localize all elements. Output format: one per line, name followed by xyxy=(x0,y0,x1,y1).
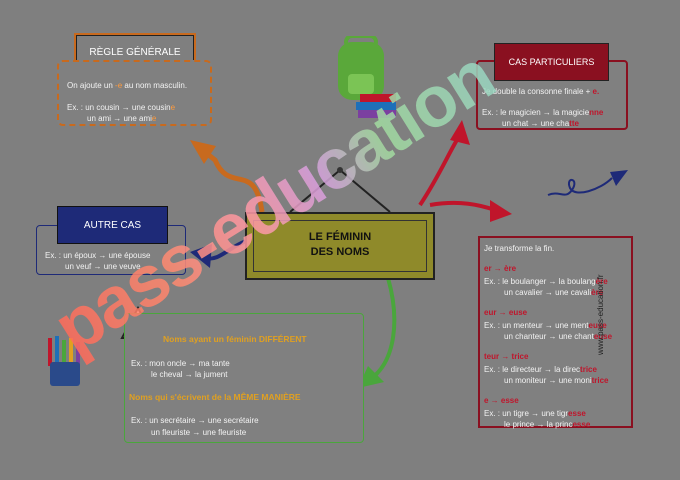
fin-intro: Je transforme la fin. xyxy=(484,244,555,253)
hanging-string xyxy=(289,168,391,213)
regle-rule-pre: On ajoute un xyxy=(67,81,116,90)
regle-rule-hl: -e xyxy=(115,81,123,90)
cas-ex2-end: tte xyxy=(569,119,579,128)
fin-rule: e → esse xyxy=(484,396,519,405)
red-arrow-top-head xyxy=(450,120,470,145)
regle-rule: On ajoute un -e au nom masculin. xyxy=(67,80,187,91)
center-title-line2: DES NOMS xyxy=(310,246,370,258)
noms-example-4: un fleuriste → une fleuriste xyxy=(151,428,247,437)
fin-example-end: trice xyxy=(591,376,609,385)
fin-example: un cavalier → une cavalière xyxy=(504,287,603,298)
cas-title: CAS PARTICULIERS xyxy=(494,43,609,81)
navy-arrow-head xyxy=(190,244,212,268)
regle-example-1: Ex. : un cousin → une cousine xyxy=(67,102,175,113)
regle-ex2-pre: un ami → une ami xyxy=(87,114,152,123)
center-title-box: LE FÉMININ DES NOMS xyxy=(245,212,435,280)
swirl-arrow-head xyxy=(610,170,628,186)
fin-example-pre: le prince → la princ xyxy=(504,420,573,429)
cas-example-1: Ex. : le magicien → la magicienne xyxy=(482,107,603,118)
fin-example-pre: un moniteur → une moni xyxy=(504,376,592,385)
green-arrow-head xyxy=(358,366,384,388)
cas-example-2: un chat → une chatte xyxy=(502,118,579,129)
regle-ex2-end: e xyxy=(151,114,157,123)
fin-example: le prince → la princesse xyxy=(504,419,590,430)
fin-example-end: ère xyxy=(595,277,608,286)
regle-ex1-pre: Ex. : un cousin → une cousin xyxy=(67,103,171,112)
fin-example: Ex. : le directeur → la directrice xyxy=(484,364,597,375)
regle-example-2: un ami → une amie xyxy=(87,113,156,124)
cas-rule-hl: e. xyxy=(592,87,600,96)
fin-example: Ex. : un menteur → une menteuse xyxy=(484,320,607,331)
autre-example-1: Ex. : un époux → une épouse xyxy=(45,251,151,260)
fin-example-end: trice xyxy=(580,365,597,374)
noms-example-3: Ex. : un secrétaire → une secrétaire xyxy=(131,416,259,425)
red-arrow-bottom-head xyxy=(490,200,512,222)
cas-ex1-pre: Ex. : le magicien → la magicie xyxy=(482,108,590,117)
fin-rule: eur → euse xyxy=(484,308,528,317)
red-arrow-top xyxy=(418,133,462,207)
noms-content-box: Noms ayant un féminin DIFFÉRENT Ex. : mo… xyxy=(124,313,364,443)
fin-example-end: ère xyxy=(591,288,604,297)
noms-heading-1: Noms ayant un féminin DIFFÉRENT xyxy=(163,334,307,344)
fin-rule: teur → trice xyxy=(484,352,529,361)
green-arrow xyxy=(370,277,397,380)
fin-example: un chanteur → une chanteuse xyxy=(504,331,612,342)
regle-rule-post: au nom masculin. xyxy=(122,81,188,90)
regle-ex1-end: e xyxy=(170,103,176,112)
orange-arrow xyxy=(203,150,265,213)
backpack-icon xyxy=(338,36,396,118)
cas-rule: Je double la consonne finale + e. xyxy=(482,86,599,97)
fin-example-pre: Ex. : le directeur → la direc xyxy=(484,365,581,374)
cas-ex2-pre: un chat → une cha xyxy=(502,119,570,128)
side-url: www.pass-education.fr xyxy=(596,274,605,355)
fin-example: Ex. : un tigre → une tigresse xyxy=(484,408,586,419)
pencil-cup-icon xyxy=(48,336,80,386)
noms-example-1: Ex. : mon oncle → ma tante xyxy=(131,359,230,368)
fin-example: un moniteur → une monitrice xyxy=(504,375,609,386)
center-title-line1: LE FÉMININ xyxy=(308,231,372,243)
fin-example-pre: Ex. : un menteur → une ment xyxy=(484,321,589,330)
swirl-arrow xyxy=(547,177,613,196)
fin-example-end: euse xyxy=(593,332,613,341)
regle-content-box: On ajoute un -e au nom masculin. Ex. : u… xyxy=(57,60,212,126)
noms-heading-2: Noms qui s'écrivent de la MÊME MANIÈRE xyxy=(129,392,301,402)
fin-example-pre: un cavalier → une cavali xyxy=(504,288,592,297)
cas-rule-pre: Je double la consonne finale + xyxy=(482,87,593,96)
fin-example-end: euse xyxy=(588,321,607,330)
fin-example-pre: Ex. : un tigre → une tigr xyxy=(484,409,569,418)
autre-example-2: un veuf → une veuve xyxy=(65,262,141,271)
orange-arrow-head xyxy=(190,140,216,164)
cas-ex1-end: nne xyxy=(589,108,604,117)
navy-arrow xyxy=(204,238,251,261)
fin-example-pre: Ex. : le boulanger → la boulang xyxy=(484,277,596,286)
fin-example-pre: un chanteur → une chant xyxy=(504,332,594,341)
fin-example-end: esse xyxy=(572,420,591,429)
fin-rule: er → ère xyxy=(484,264,517,273)
noms-example-2: le cheval → la jument xyxy=(151,370,228,379)
autre-title: AUTRE CAS xyxy=(57,206,168,244)
fin-example: Ex. : le boulanger → la boulangère xyxy=(484,276,608,287)
fin-example-end: esse xyxy=(568,409,586,418)
red-arrow-bottom xyxy=(429,200,496,212)
hanging-nail xyxy=(337,167,343,173)
